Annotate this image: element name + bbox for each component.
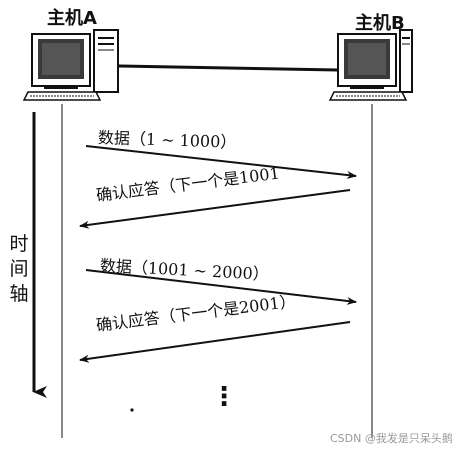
message-arrow-2 <box>79 189 351 229</box>
stray-dot <box>130 408 134 412</box>
network-link <box>117 64 339 72</box>
host-b-computer-icon <box>328 29 413 101</box>
time-axis-label: 时间轴 <box>9 233 29 305</box>
message-arrow-3 <box>85 269 357 305</box>
host-a-label: 主机A <box>47 8 97 29</box>
message-arrow-4 <box>79 321 351 363</box>
watermark: CSDN @我发是只呆头鹅 <box>330 432 453 445</box>
host-b-label: 主机B <box>355 13 405 34</box>
continuation-ellipsis: ⋮ <box>211 382 237 412</box>
host-a-computer-icon <box>22 29 119 101</box>
message-label-1: 数据（1 ~ 1000） <box>97 128 237 152</box>
message-arrow-1 <box>85 145 357 179</box>
